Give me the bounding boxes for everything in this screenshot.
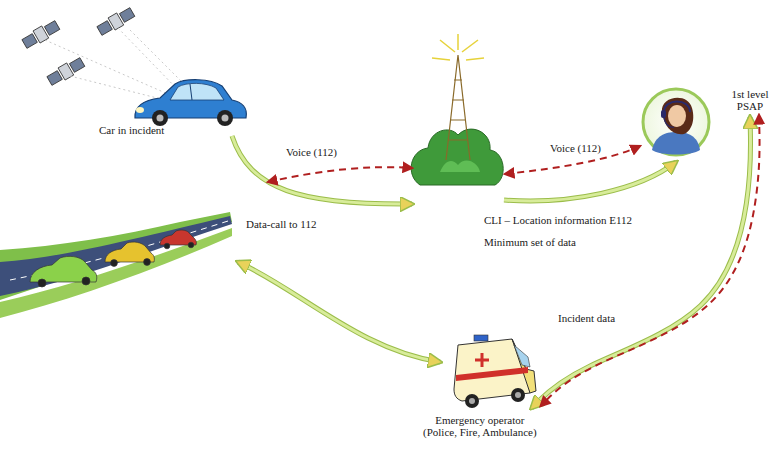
- node-subtitle: (Police, Fire, Ambulance): [423, 426, 537, 438]
- psap-node: 1st level PSAP: [720, 86, 780, 114]
- node-title: Car in incident: [99, 124, 164, 136]
- edge-label: Incident data: [556, 312, 617, 324]
- car-label-node: Car in incident: [96, 122, 167, 138]
- psap-operator-icon: [643, 89, 709, 155]
- flow-lines: [232, 136, 676, 362]
- flow-label: CLI – Location information E112: [482, 214, 634, 226]
- node-title: 1st level PSAP: [723, 88, 777, 112]
- tower-icon: [411, 34, 503, 185]
- flow-label: Minimum set of data: [482, 236, 578, 248]
- flow-label: Voice (112): [548, 142, 603, 154]
- emergency-operator-node: Emergency operator(Police, Fire, Ambulan…: [420, 412, 540, 440]
- car-icon: [135, 80, 246, 126]
- ambulance-icon: [454, 335, 536, 408]
- road-cars: [30, 230, 196, 287]
- satellites: [21, 6, 190, 100]
- flow-label: Voice (112): [284, 146, 339, 158]
- node-title: Emergency operator: [423, 414, 537, 426]
- road: [0, 212, 232, 318]
- flow-connector: [532, 115, 760, 408]
- flow-label: Data-call to 112: [244, 218, 318, 230]
